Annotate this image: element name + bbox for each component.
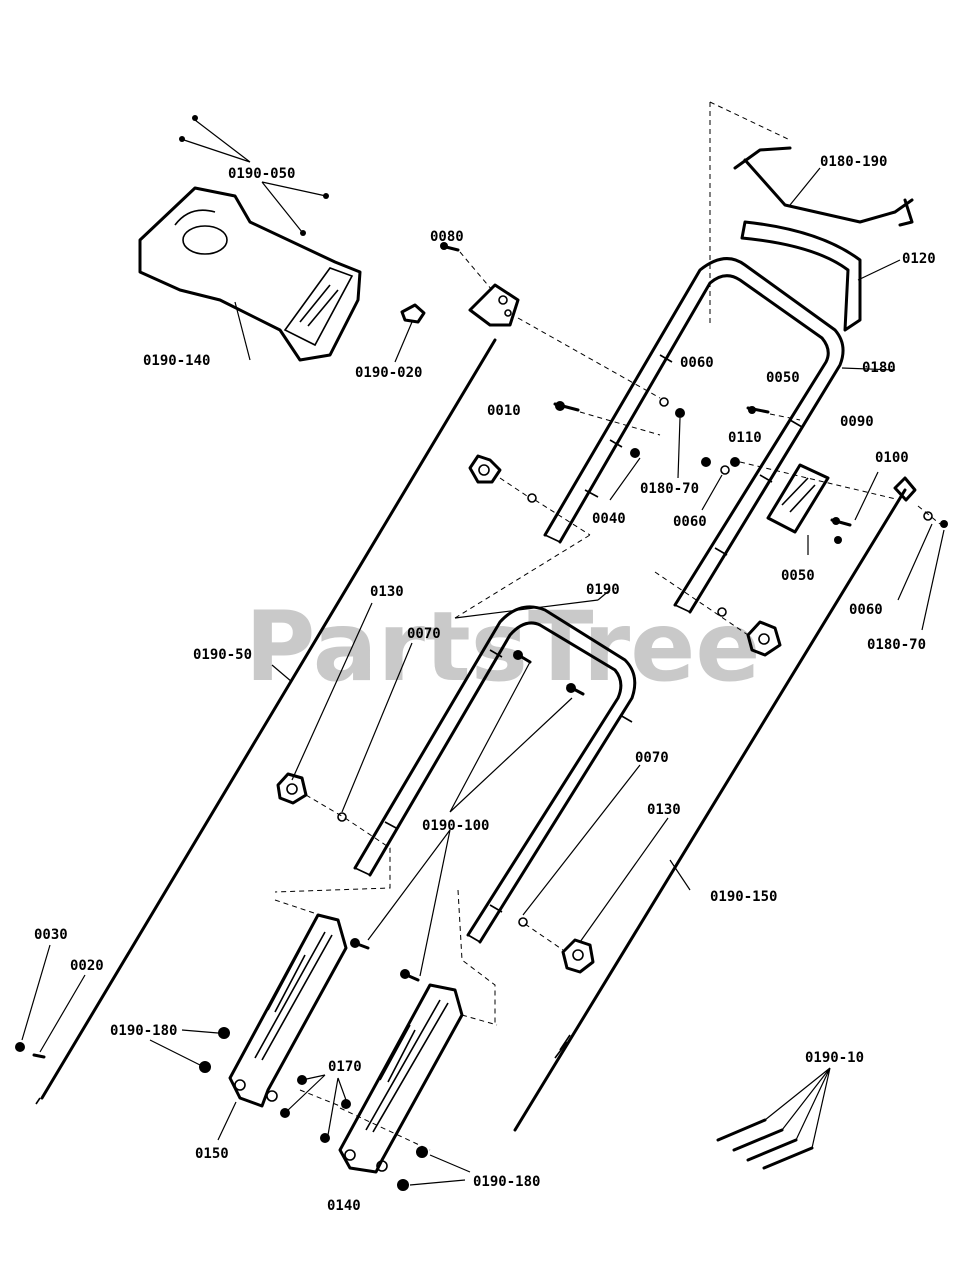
label-0130: 0130 xyxy=(647,802,681,818)
handle-knob-part xyxy=(746,620,782,657)
label-0190-050: 0190-050 xyxy=(228,166,295,182)
label-0190-140: 0190-140 xyxy=(143,353,210,369)
label-0190-180: 0190-180 xyxy=(110,1023,177,1039)
label-0190-100: 0190-100 xyxy=(422,818,489,834)
handle-bracket-right-part xyxy=(338,983,464,1174)
nut-0170 xyxy=(320,1133,330,1143)
label-0040: 0040 xyxy=(592,511,626,527)
nut-0190-180 xyxy=(416,1146,428,1158)
grip-part xyxy=(740,220,862,332)
label-0190: 0190 xyxy=(586,582,620,598)
throttle-cable-long xyxy=(40,338,497,1100)
nut-0170 xyxy=(341,1099,351,1109)
label-0180-70: 0180-70 xyxy=(867,637,926,653)
washer-0060 xyxy=(659,397,669,407)
throttle-lever-part xyxy=(468,283,520,327)
handle-bracket-left-part xyxy=(228,913,348,1108)
handle-knob-part xyxy=(468,454,502,484)
lower-handle-part xyxy=(353,605,637,944)
label-0170: 0170 xyxy=(328,1059,362,1075)
label-0150: 0150 xyxy=(195,1146,229,1162)
clip-part xyxy=(400,303,426,324)
upper-handle-part xyxy=(543,257,845,614)
nut-0190-180 xyxy=(218,1027,230,1039)
label-0050: 0050 xyxy=(781,568,815,584)
cable-end-part xyxy=(893,476,917,502)
ferrule-0020 xyxy=(32,1053,46,1059)
label-0050: 0050 xyxy=(766,370,800,386)
screw-dot xyxy=(179,136,185,142)
label-0110: 0110 xyxy=(728,430,762,446)
screw-dot xyxy=(192,115,198,121)
label-0190-180: 0190-180 xyxy=(473,1174,540,1190)
label-0020: 0020 xyxy=(70,958,104,974)
label-0180: 0180 xyxy=(862,360,896,376)
label-0070: 0070 xyxy=(407,626,441,642)
label-0140: 0140 xyxy=(327,1198,361,1214)
cable-ties-part xyxy=(716,1118,814,1170)
label-0070: 0070 xyxy=(635,750,669,766)
throttle-cable-right xyxy=(513,488,907,1132)
label-0060: 0060 xyxy=(673,514,707,530)
label-0060: 0060 xyxy=(680,355,714,371)
handle-cover-part xyxy=(138,186,362,362)
label-0180-70: 0180-70 xyxy=(640,481,699,497)
nut-0190-180 xyxy=(397,1179,409,1191)
label-0130: 0130 xyxy=(370,584,404,600)
handle-knob-part xyxy=(561,938,595,974)
label-0180-190: 0180-190 xyxy=(820,154,887,170)
nut-0190-180 xyxy=(199,1061,211,1073)
nut-0180-70 xyxy=(675,408,685,418)
label-0190-020: 0190-020 xyxy=(355,365,422,381)
handle-knob-part xyxy=(276,772,308,805)
label-0100: 0100 xyxy=(875,450,909,466)
label-0080: 0080 xyxy=(430,229,464,245)
label-0190-10: 0190-10 xyxy=(805,1050,864,1066)
label-0090: 0090 xyxy=(840,414,874,430)
nut-0030 xyxy=(15,1042,25,1052)
label-0010: 0010 xyxy=(487,403,521,419)
label-0190-150: 0190-150 xyxy=(710,889,777,905)
label-0190-50: 0190-50 xyxy=(193,647,252,663)
label-0030: 0030 xyxy=(34,927,68,943)
cable-bracket-part xyxy=(766,463,830,534)
label-0060: 0060 xyxy=(849,602,883,618)
bail-bar-part xyxy=(733,146,914,227)
label-0120: 0120 xyxy=(902,251,936,267)
